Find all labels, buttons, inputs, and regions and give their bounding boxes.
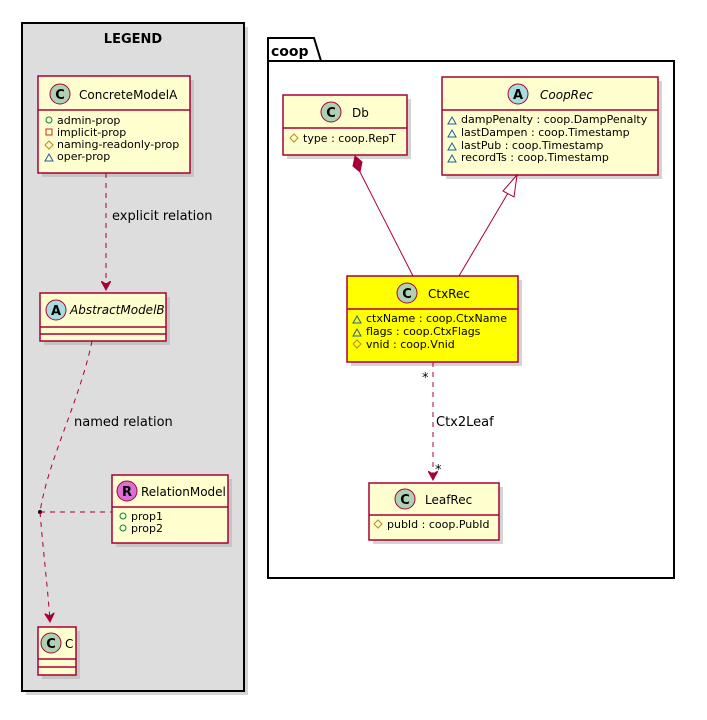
stereotype-letter: A — [513, 88, 523, 103]
package-visibility-icon — [352, 327, 362, 337]
stereotype-letter: A — [51, 304, 61, 319]
class-c[interactable]: C C — [37, 626, 80, 679]
class-concrete-model-a[interactable]: C ConcreteModelA admin-prop implicit-pro… — [37, 75, 194, 177]
stereotype-letter: C — [46, 637, 56, 652]
member: prop2 — [131, 522, 163, 535]
public-visibility-icon — [45, 116, 53, 124]
relation-named: named relation — [38, 340, 173, 622]
class-name: ConcreteModelA — [79, 88, 178, 102]
member: lastPub : coop.Timestamp — [461, 139, 603, 152]
member: dampPenalty : coop.DampPenalty — [461, 113, 648, 126]
class-ctx-rec[interactable]: C CtxRec ctxName : coop.CtxName flags : … — [346, 275, 522, 366]
abstract-stereotype-icon — [507, 83, 529, 105]
stereotype-letter: C — [55, 88, 65, 103]
abstract-stereotype-icon — [45, 299, 67, 321]
member: flags : coop.CtxFlags — [366, 325, 481, 338]
relation-label: Ctx2Leaf — [436, 415, 494, 430]
class-name: CtxRec — [428, 287, 470, 301]
class-abstract-model-b[interactable]: A AbstractModelB — [39, 292, 170, 345]
member: pubId : coop.PubId — [387, 518, 489, 531]
protected-visibility-icon — [352, 339, 362, 349]
class-stereotype-icon — [40, 632, 62, 654]
class-stereotype-icon — [394, 488, 416, 510]
relation-label: explicit relation — [112, 209, 212, 224]
stereotype-letter: C — [400, 493, 410, 508]
public-visibility-icon — [119, 512, 127, 520]
package-visibility-icon — [352, 314, 362, 324]
class-leaf-rec[interactable]: C LeafRec pubId : coop.PubId — [368, 482, 503, 544]
relation-explicit: explicit relation — [106, 173, 212, 290]
package-name: coop — [271, 44, 309, 60]
member-list: admin-prop implicit-prop naming-readonly… — [44, 114, 179, 163]
package-visibility-icon — [447, 128, 457, 138]
class-name: LeafRec — [425, 493, 472, 507]
relation-label: named relation — [74, 415, 173, 430]
stereotype-letter: R — [122, 485, 132, 500]
protected-visibility-icon — [373, 519, 383, 529]
member: prop1 — [131, 510, 163, 523]
member: ctxName : coop.CtxName — [366, 312, 507, 325]
class-stereotype-icon — [396, 282, 418, 304]
protected-visibility-icon — [44, 140, 54, 150]
protected-visibility-icon — [289, 133, 299, 143]
member: lastDampen : coop.Timestamp — [461, 126, 630, 139]
relation-db-ctxrec-composition — [352, 155, 414, 277]
inheritance-triangle-icon — [502, 173, 518, 198]
class-name: Db — [352, 106, 369, 120]
relation-stereotype-icon — [116, 480, 138, 502]
member: recordTs : coop.Timestamp — [461, 151, 609, 164]
stereotype-letter: C — [326, 106, 336, 121]
member: admin-prop — [57, 114, 120, 127]
class-name: C — [65, 637, 73, 651]
private-visibility-icon — [45, 128, 53, 136]
relation-ctxrec-cooprec-inheritance — [458, 173, 518, 277]
class-stereotype-icon — [49, 83, 71, 105]
source-multiplicity: * — [422, 371, 429, 386]
member: naming-readonly-prop — [57, 138, 179, 151]
class-coop-rec[interactable]: A CoopRec dampPenalty : coop.DampPenalty… — [441, 76, 662, 179]
member: implicit-prop — [57, 126, 126, 139]
member: oper-prop — [57, 150, 110, 163]
public-visibility-icon — [119, 524, 127, 532]
class-name: CoopRec — [540, 88, 593, 102]
member: type : coop.RepT — [303, 132, 396, 145]
stereotype-letter: C — [402, 287, 412, 302]
package-visibility-icon — [44, 152, 54, 162]
composition-diamond-icon — [352, 155, 363, 173]
relation-ctx2leaf: * Ctx2Leaf * — [422, 362, 494, 480]
package-visibility-icon — [447, 153, 457, 163]
class-name: AbstractModelB — [69, 303, 165, 317]
class-relation-model[interactable]: R RelationModel prop1 prop2 — [111, 474, 232, 547]
class-name: RelationModel — [141, 485, 226, 499]
target-multiplicity: * — [435, 463, 442, 478]
class-db[interactable]: C Db type : coop.RepT — [282, 94, 411, 159]
package-visibility-icon — [447, 115, 457, 125]
member: vnid : coop.Vnid — [366, 338, 455, 351]
legend-title: LEGEND — [104, 32, 163, 47]
class-stereotype-icon — [320, 101, 342, 123]
package-visibility-icon — [447, 141, 457, 151]
